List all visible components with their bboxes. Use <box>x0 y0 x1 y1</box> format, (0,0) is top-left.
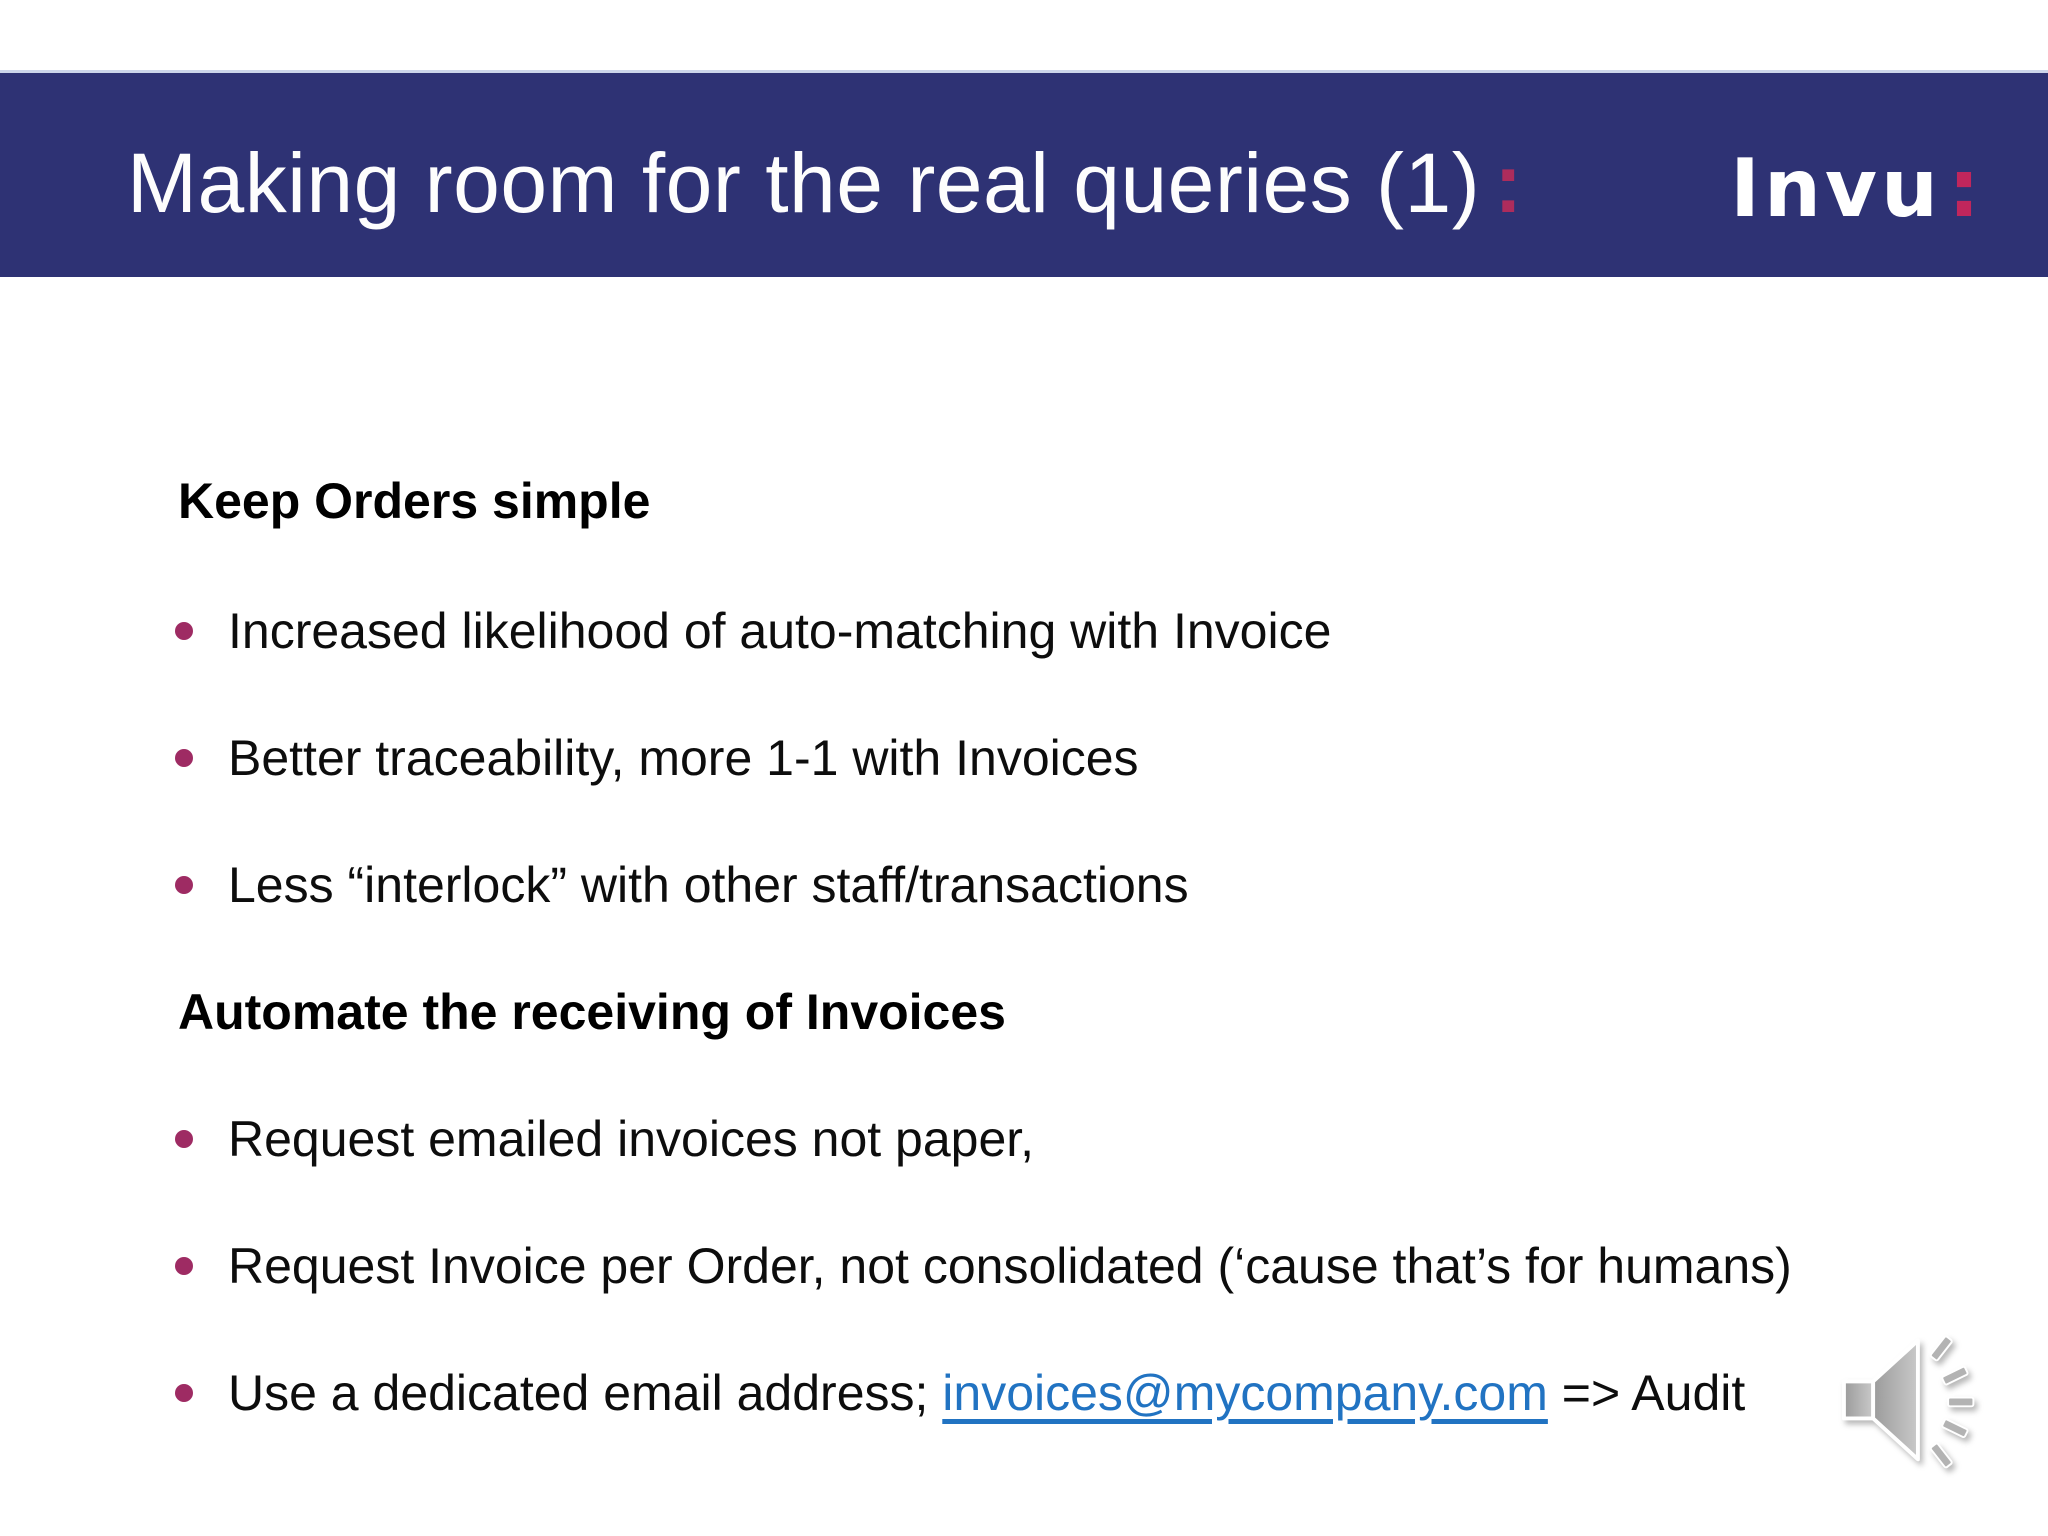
brand-logo-text: Invu <box>1730 142 1942 235</box>
bullet-text: Use a dedicated email address; invoices@… <box>228 1368 1745 1418</box>
bullet-dot-icon <box>175 1384 193 1402</box>
title-colon-accent: : <box>1494 136 1523 230</box>
bullet-text: Increased likelihood of auto-matching wi… <box>228 603 1332 659</box>
email-link[interactable]: invoices@mycompany.com <box>942 1365 1548 1421</box>
sound-wave-dashes <box>1929 1335 1975 1469</box>
bullet-dot-icon <box>175 1257 193 1275</box>
brand-logo: Invu: <box>1730 149 1984 229</box>
brand-logo-colon: : <box>1948 142 1984 235</box>
section-heading-automate-invoices: Automate the receiving of Invoices <box>178 984 1006 1040</box>
bullet-item: Request emailed invoices not paper, <box>175 1114 1034 1164</box>
bullet-dot-icon <box>175 1130 193 1148</box>
email-bullet-pre: Use a dedicated email address; <box>228 1365 943 1421</box>
bullet-text: Better traceability, more 1-1 with Invoi… <box>228 730 1139 786</box>
bullet-text: Request emailed invoices not paper, <box>228 1111 1035 1167</box>
section-heading-keep-orders: Keep Orders simple <box>178 473 651 529</box>
email-bullet-post: => Audit <box>1547 1365 1746 1421</box>
page-title: Making room for the real queries (1): <box>127 141 1523 225</box>
bullet-dot-icon <box>175 876 193 894</box>
bullet-item: Request Invoice per Order, not consolida… <box>175 1241 1792 1291</box>
speaker-cone <box>1871 1338 1920 1462</box>
bullet-dot-icon <box>175 749 193 767</box>
page-title-text: Making room for the real queries (1) <box>127 136 1481 230</box>
speaker-icon[interactable] <box>1842 1328 1988 1470</box>
speaker-driver <box>1842 1379 1876 1421</box>
bullet-item: Better traceability, more 1-1 with Invoi… <box>175 733 1139 783</box>
bullet-dot-icon <box>175 622 193 640</box>
bullet-text: Request Invoice per Order, not consolida… <box>228 1238 1792 1294</box>
speaker-body <box>1842 1338 1920 1462</box>
slide-header: Making room for the real queries (1): In… <box>0 70 2048 277</box>
bullet-item-email: Use a dedicated email address; invoices@… <box>175 1368 1745 1418</box>
bullet-item: Increased likelihood of auto-matching wi… <box>175 606 1331 656</box>
bullet-item: Less “interlock” with other staff/transa… <box>175 860 1189 910</box>
bullet-text: Less “interlock” with other staff/transa… <box>228 857 1189 913</box>
